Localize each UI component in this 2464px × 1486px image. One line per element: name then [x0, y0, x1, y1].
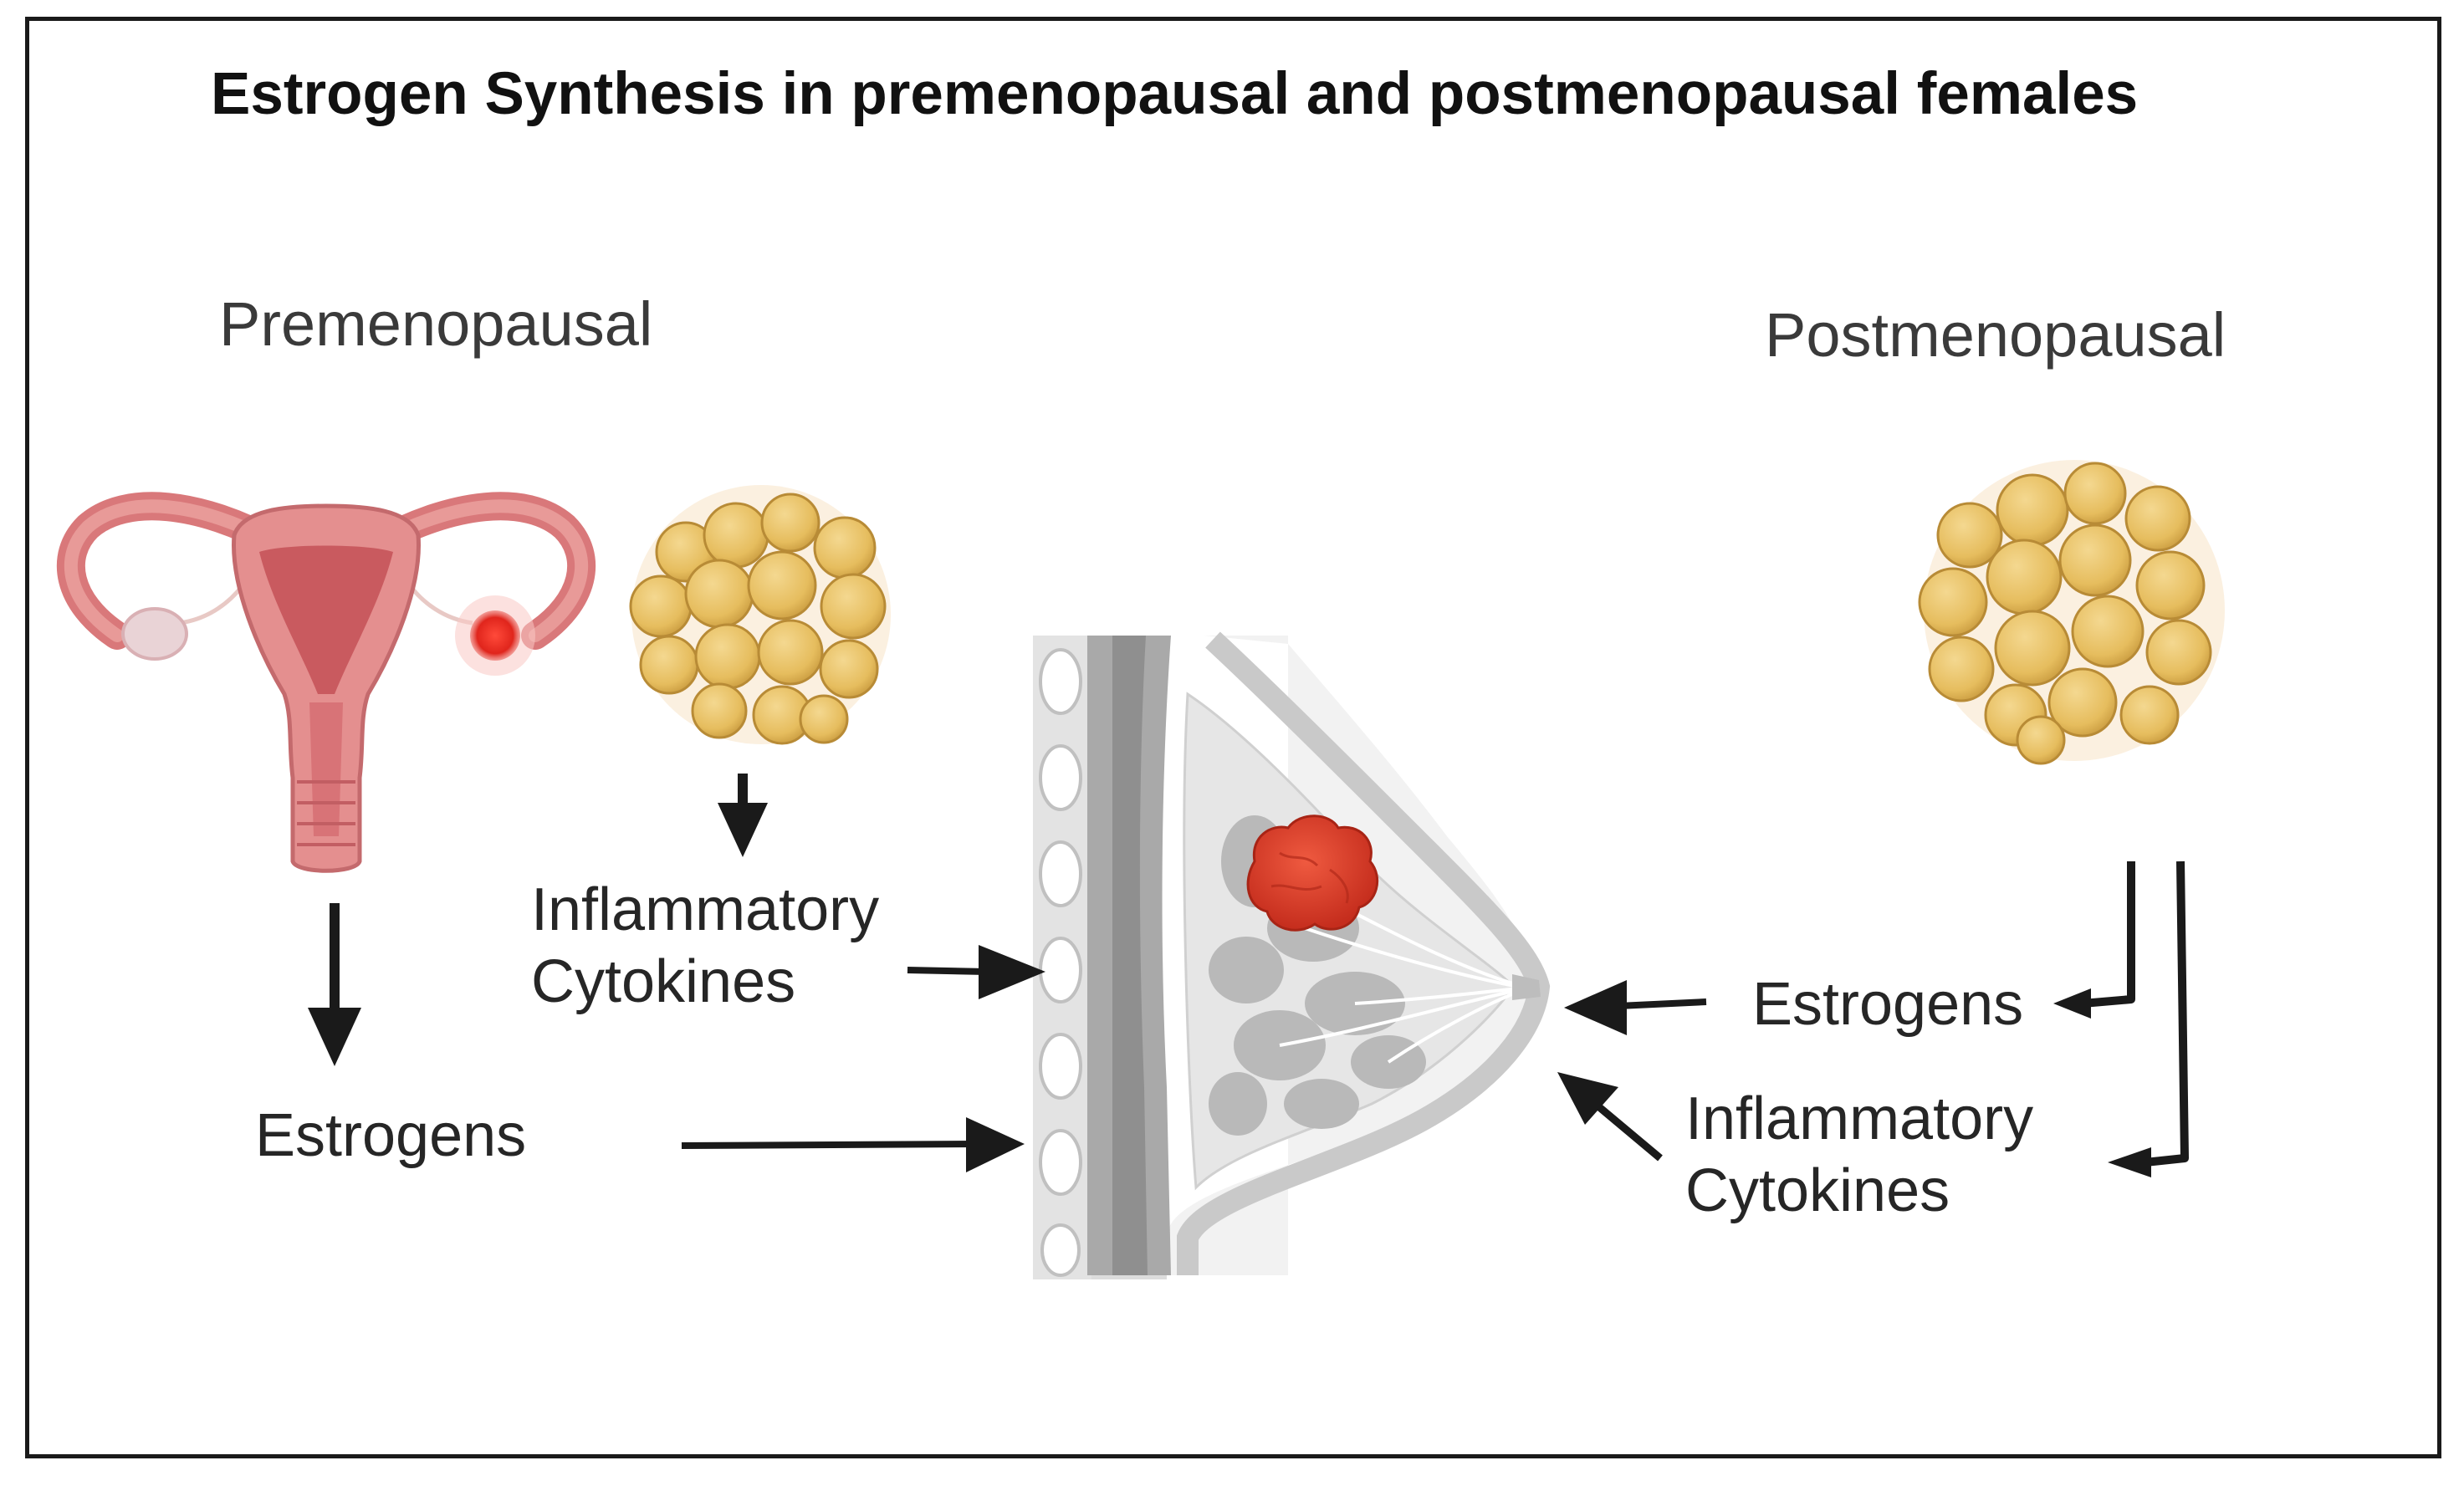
arrow-post-fat-to-cytokines	[2108, 860, 2189, 1177]
adipose-tissue-icon	[1918, 460, 2225, 765]
post-cytokines-line2: Cytokines	[1685, 1157, 1950, 1224]
premenopausal-heading: Premenopausal	[219, 289, 653, 359]
arrow-post-fat-to-estrogens	[2053, 861, 2135, 1019]
arrow-fat-to-cytokines	[718, 774, 768, 857]
arrow-uterus-to-estrogens	[308, 903, 361, 1066]
breast-cross-section-icon	[1033, 631, 1551, 1279]
post-cytokines-line1: Inflammatory	[1685, 1085, 2034, 1152]
arrow-post-cytokines-to-breast	[1557, 1072, 1663, 1162]
figure-title-text: Estrogen Synthesis in premenopausal and …	[211, 61, 2139, 127]
tumor-icon	[1246, 814, 1379, 932]
post-estrogens-label: Estrogens	[1752, 971, 2024, 1038]
post-cytokines-label: Inflammatory Cytokines	[1685, 1083, 2033, 1227]
arrow-post-estrogens-to-breast	[1564, 980, 1707, 1035]
postmenopausal-heading: Postmenopausal	[1765, 300, 2226, 370]
arrow-pre-cytokines-to-breast	[907, 945, 1045, 999]
pre-cytokines-label: Inflammatory Cytokines	[531, 874, 879, 1018]
pre-cytokines-line1: Inflammatory	[531, 876, 880, 943]
pre-estrogens-label: Estrogens	[255, 1102, 527, 1169]
adipose-tissue-icon	[629, 485, 891, 745]
arrow-pre-estrogens-to-breast	[681, 1117, 1025, 1172]
uterus-ovaries-icon	[56, 492, 596, 873]
pre-cytokines-line2: Cytokines	[531, 948, 796, 1015]
